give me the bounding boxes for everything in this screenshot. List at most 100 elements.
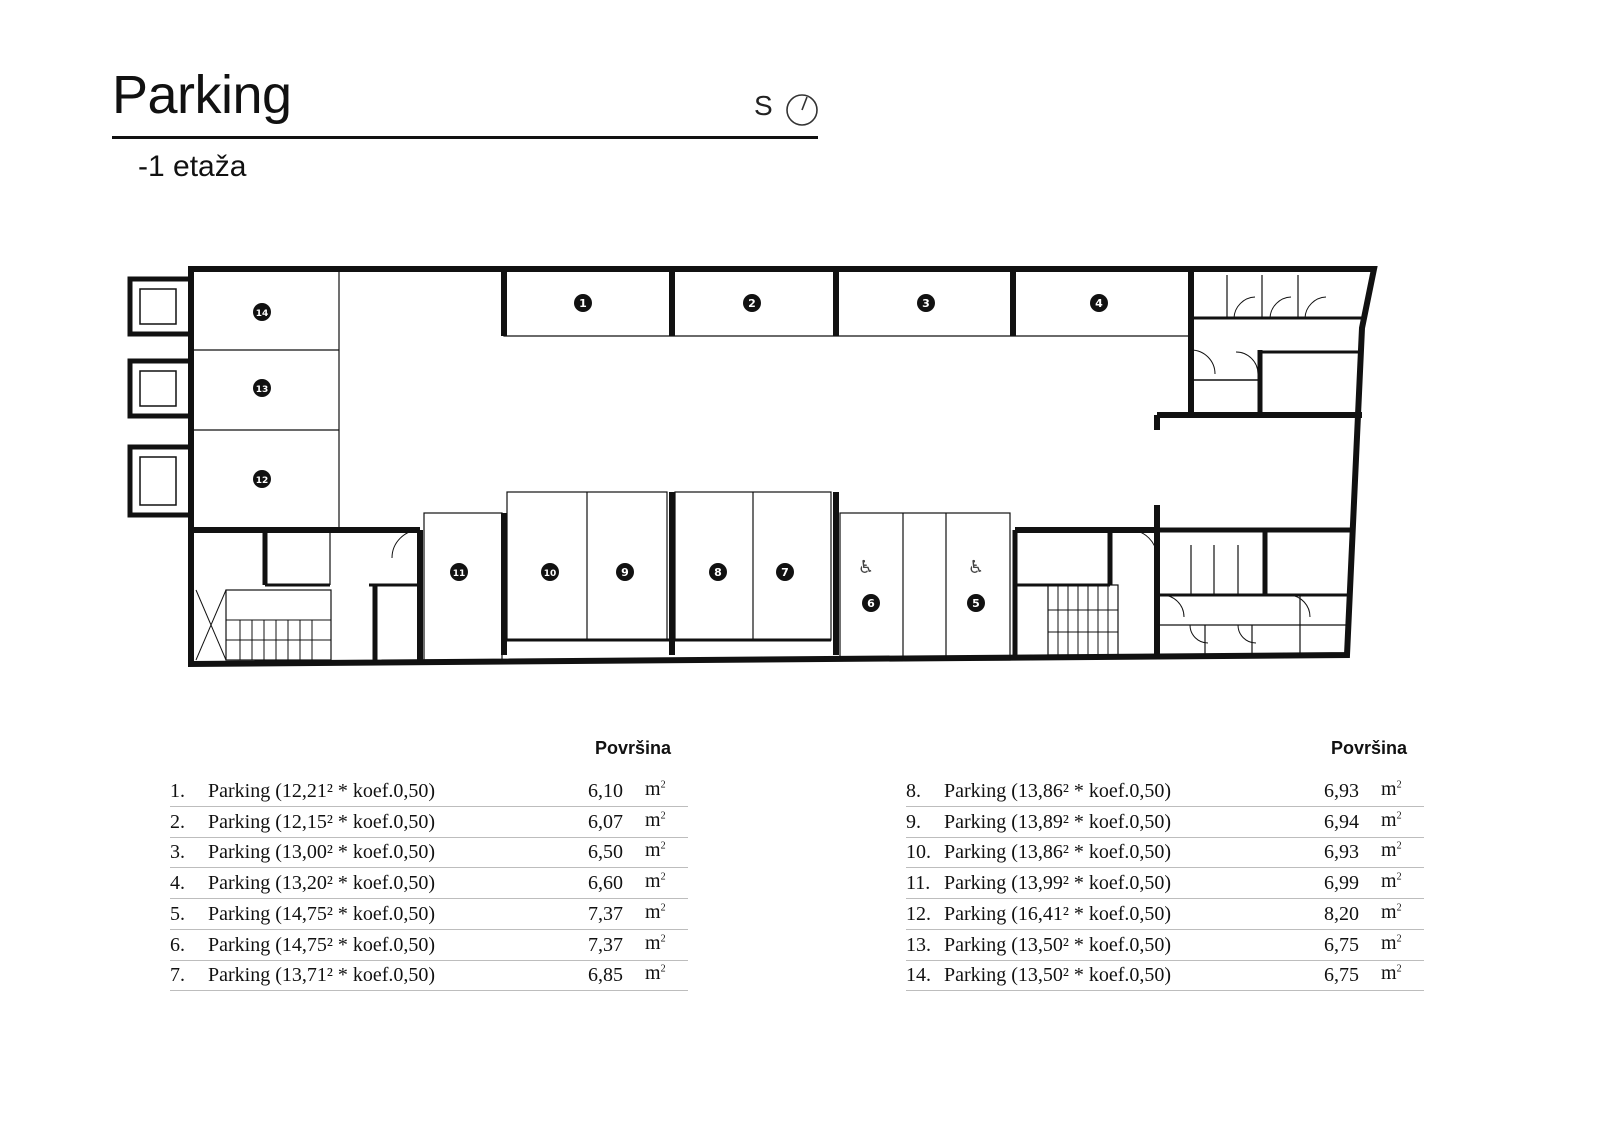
- row-label: Parking (14,75² * koef.0,50): [208, 933, 436, 956]
- row-number: 9.: [906, 810, 921, 833]
- row-label: Parking (13,86² * koef.0,50): [944, 780, 1172, 802]
- row-number: 2.: [170, 810, 185, 833]
- svg-text:7: 7: [781, 566, 789, 579]
- spot-marker-14: 14: [253, 303, 271, 321]
- svg-text:14: 14: [256, 309, 269, 319]
- svg-text:4: 4: [1095, 297, 1103, 310]
- row-label: Parking (13,50² * koef.0,50): [944, 933, 1172, 956]
- spot-marker-4: 4: [1090, 294, 1108, 312]
- spot-marker-8: 8: [709, 563, 727, 581]
- row-number: 14.: [906, 964, 931, 987]
- table-row: 10. Parking (13,86² * koef.0,50) 6,93 m2: [906, 837, 1424, 869]
- row-area-value: 8,20: [1324, 902, 1359, 925]
- row-label: Parking (13,00² * koef.0,50): [208, 841, 436, 864]
- wheelchair-icon: ♿: [968, 557, 984, 578]
- row-area-value: 6,07: [588, 810, 623, 833]
- row-area-value: 6,75: [1324, 933, 1359, 956]
- row-unit: m2: [1381, 808, 1402, 831]
- row-label: Parking (16,41² * koef.0,50): [944, 902, 1172, 925]
- table-row: 3. Parking (13,00² * koef.0,50) 6,50 m2: [170, 837, 688, 869]
- compass: S: [754, 88, 824, 128]
- row-label: Parking (13,71² * koef.0,50): [208, 964, 436, 987]
- row-number: 13.: [906, 933, 931, 956]
- svg-text:11: 11: [453, 569, 466, 579]
- row-unit: m2: [645, 870, 666, 893]
- table-row: 4. Parking (13,20² * koef.0,50) 6,60 m2: [170, 868, 688, 900]
- floor-label: -1 etaža: [138, 150, 247, 183]
- svg-text:5: 5: [972, 597, 980, 610]
- spot-marker-1: 1: [574, 294, 592, 312]
- svg-text:9: 9: [621, 566, 629, 579]
- row-label: Parking (12,21² * koef.0,50): [208, 780, 436, 802]
- table-row: 12. Parking (16,41² * koef.0,50) 8,20 m2: [906, 899, 1424, 930]
- wheelchair-icon: ♿: [858, 557, 874, 578]
- row-label: Parking (14,75² * koef.0,50): [208, 902, 436, 925]
- row-unit: m2: [645, 808, 666, 831]
- row-area-value: 6,60: [588, 872, 623, 895]
- row-area-value: 6,93: [1324, 841, 1359, 864]
- table-row: 6. Parking (14,75² * koef.0,50) 7,37 m2: [170, 930, 688, 961]
- spot-marker-6: 6: [862, 594, 880, 612]
- svg-text:10: 10: [544, 569, 557, 579]
- svg-text:2: 2: [748, 297, 756, 310]
- row-label: Parking (13,50² * koef.0,50): [944, 964, 1172, 987]
- row-unit: m2: [645, 962, 666, 985]
- row-number: 6.: [170, 933, 185, 956]
- spot-marker-11: 11: [450, 563, 468, 581]
- svg-text:1: 1: [579, 297, 587, 310]
- row-unit: m2: [645, 900, 666, 923]
- row-unit: m2: [1381, 839, 1402, 862]
- svg-text:12: 12: [256, 476, 269, 486]
- row-area-value: 6,85: [588, 964, 623, 987]
- row-number: 10.: [906, 841, 931, 864]
- row-area-value: 7,37: [588, 933, 623, 956]
- table-row: 5. Parking (14,75² * koef.0,50) 7,37 m2: [170, 899, 688, 930]
- spot-marker-12: 12: [253, 470, 271, 488]
- spot-marker-2: 2: [743, 294, 761, 312]
- row-area-value: 6,75: [1324, 964, 1359, 987]
- row-unit: m2: [645, 931, 666, 954]
- svg-text:6: 6: [867, 597, 875, 610]
- table-header-left: Površina: [595, 738, 672, 758]
- svg-text:8: 8: [714, 566, 722, 579]
- row-label: Parking (13,86² * koef.0,50): [944, 841, 1172, 864]
- spot-marker-13: 13: [253, 379, 271, 397]
- row-area-value: 6,99: [1324, 872, 1359, 895]
- table-row: 9. Parking (13,89² * koef.0,50) 6,94 m2: [906, 807, 1424, 838]
- row-unit: m2: [1381, 900, 1402, 923]
- page-title: Parking: [112, 65, 292, 125]
- compass-letter: S: [754, 90, 773, 121]
- row-unit: m2: [1381, 870, 1402, 893]
- spot-marker-10: 10: [541, 563, 559, 581]
- row-label: Parking (12,15² * koef.0,50): [208, 810, 436, 833]
- row-number: 4.: [170, 872, 185, 895]
- row-number: 12.: [906, 902, 931, 925]
- row-area-value: 6,94: [1324, 810, 1359, 833]
- row-unit: m2: [1381, 931, 1402, 954]
- row-label: Parking (13,89² * koef.0,50): [944, 810, 1172, 833]
- row-area-value: 6,50: [588, 841, 623, 864]
- row-number: 11.: [906, 872, 931, 895]
- svg-text:13: 13: [256, 385, 269, 395]
- row-unit: m2: [645, 778, 666, 800]
- spot-marker-3: 3: [917, 294, 935, 312]
- row-area-value: 7,37: [588, 902, 623, 925]
- spot-marker-7: 7: [776, 563, 794, 581]
- table-row: 2. Parking (12,15² * koef.0,50) 6,07 m2: [170, 807, 688, 838]
- spot-marker-5: 5: [967, 594, 985, 612]
- row-number: 8.: [906, 780, 921, 802]
- svg-text:3: 3: [922, 297, 930, 310]
- row-area-value: 6,10: [588, 780, 623, 802]
- row-number: 5.: [170, 902, 185, 925]
- row-number: 3.: [170, 841, 185, 864]
- row-label: Parking (13,20² * koef.0,50): [208, 872, 436, 895]
- table-row: 13. Parking (13,50² * koef.0,50) 6,75 m2: [906, 930, 1424, 961]
- row-unit: m2: [645, 839, 666, 862]
- row-unit: m2: [1381, 778, 1402, 800]
